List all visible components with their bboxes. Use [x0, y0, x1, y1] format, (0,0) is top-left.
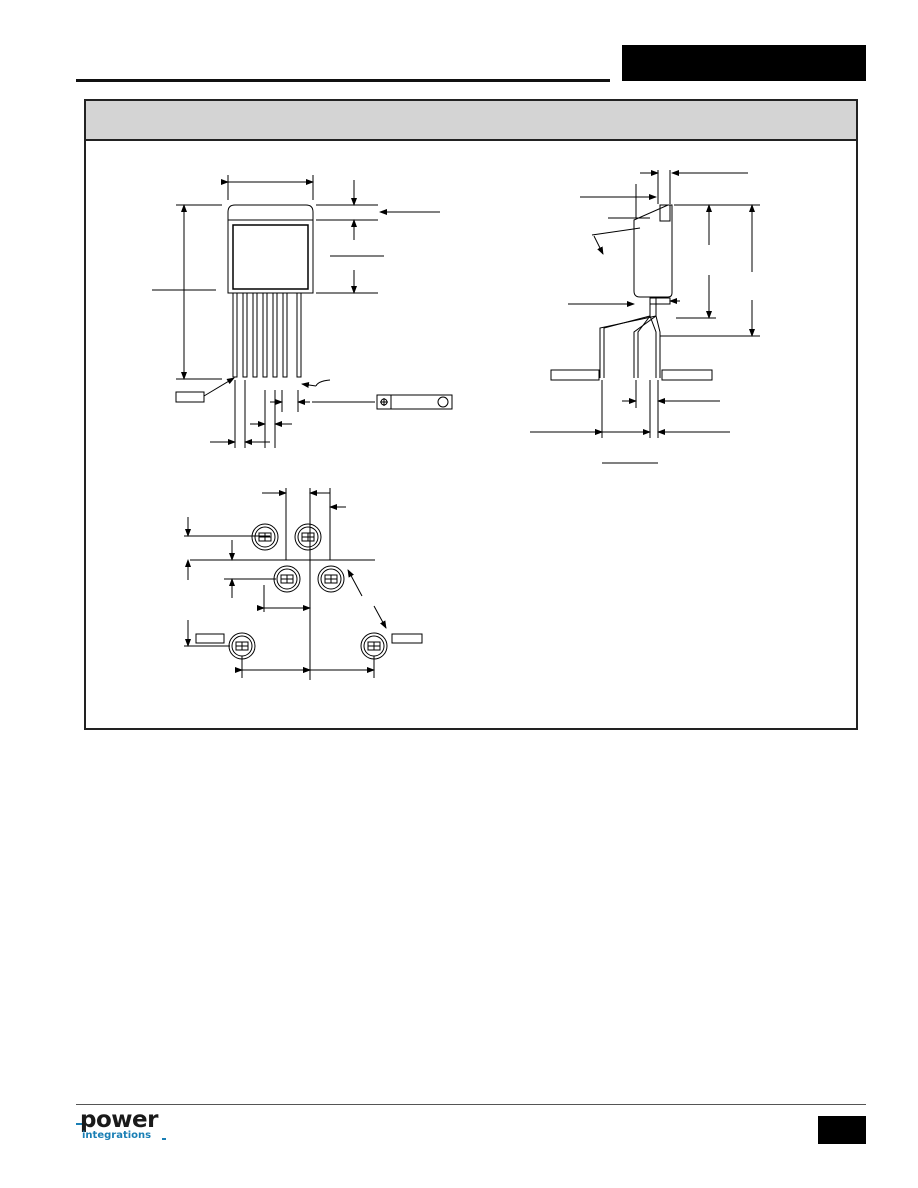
footer-rule	[76, 1104, 866, 1105]
pad-1	[251, 523, 279, 551]
header-section-block	[622, 45, 866, 81]
logo-subtext: integrations	[82, 1130, 152, 1141]
pad-6	[360, 632, 388, 660]
pad-5	[228, 632, 256, 660]
package-drawing-panel	[84, 99, 858, 730]
logo-wordmark: power	[80, 1107, 158, 1133]
pad-4	[317, 565, 345, 593]
front-view	[152, 175, 453, 448]
page-number-box	[818, 1116, 866, 1144]
pad-2	[294, 523, 322, 551]
pcb-footprint-view	[184, 488, 423, 680]
header-rule	[76, 79, 610, 82]
logo-mark-icon	[76, 1123, 166, 1140]
side-view	[530, 170, 760, 464]
pad-3	[273, 565, 301, 593]
panel-header	[86, 101, 856, 141]
company-logo: power integrations	[76, 1107, 186, 1150]
